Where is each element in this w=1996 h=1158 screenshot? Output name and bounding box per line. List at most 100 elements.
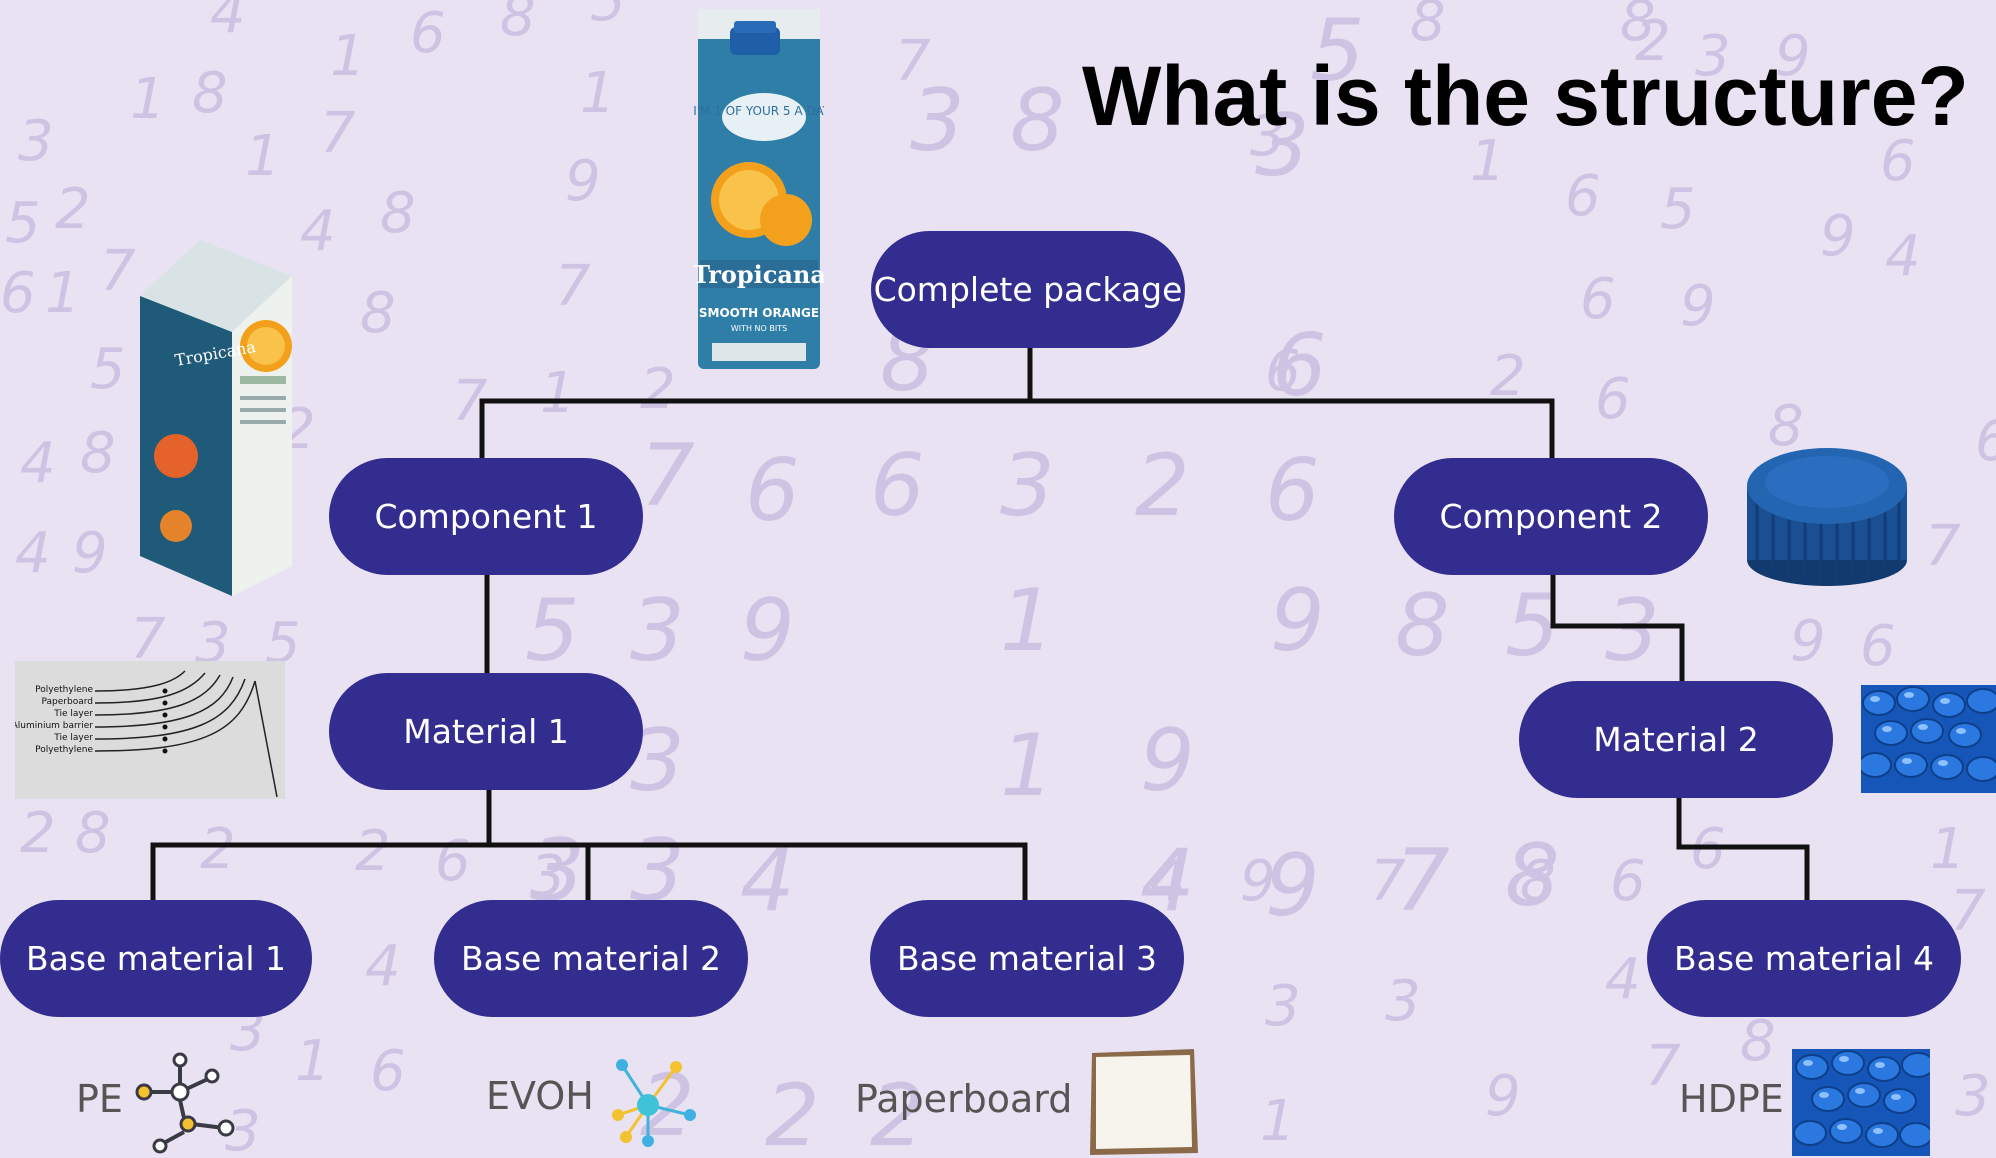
svg-text:3: 3 <box>1265 974 1301 1039</box>
connector-component2-material2 <box>1550 572 1685 684</box>
connector-material2-base4 <box>1676 794 1810 903</box>
bottle-cap-image <box>1747 448 1907 586</box>
label-pe: PE <box>76 1077 123 1121</box>
svg-text:6: 6 <box>370 1039 406 1104</box>
svg-text:7: 7 <box>1645 1034 1681 1099</box>
carton-brand: Tropicana <box>694 260 824 289</box>
hdpe-pellets-small-image <box>1792 1049 1930 1156</box>
svg-text:1: 1 <box>1930 817 1966 882</box>
layer-label-3: Tie layer <box>53 709 93 719</box>
svg-text:6: 6 <box>870 436 925 536</box>
layer-label-5: Tie layer <box>53 733 93 743</box>
svg-text:4: 4 <box>20 431 56 496</box>
svg-text:9: 9 <box>72 521 108 586</box>
node-base-material-2: Base material 2 <box>434 900 748 1017</box>
svg-text:8: 8 <box>1505 826 1560 926</box>
svg-text:9: 9 <box>1240 849 1276 914</box>
svg-text:9: 9 <box>1485 1064 1521 1129</box>
label-evoh: EVOH <box>486 1074 594 1118</box>
svg-text:7: 7 <box>320 101 356 166</box>
svg-text:9: 9 <box>1790 609 1826 674</box>
svg-text:6: 6 <box>745 441 800 541</box>
svg-text:8: 8 <box>1410 0 1446 54</box>
svg-text:6: 6 <box>1580 267 1616 332</box>
label-hdpe: HDPE <box>1679 1077 1784 1121</box>
svg-text:3: 3 <box>630 581 685 681</box>
svg-text:6: 6 <box>410 1 446 66</box>
svg-text:6: 6 <box>1975 409 1996 474</box>
carton-flavor: SMOOTH ORANGE <box>699 306 819 320</box>
svg-text:1: 1 <box>1000 571 1055 671</box>
label-paperboard: Paperboard <box>855 1077 1073 1121</box>
svg-text:4: 4 <box>740 831 795 931</box>
layer-label-2: Paperboard <box>42 697 93 707</box>
svg-text:3: 3 <box>1695 24 1731 89</box>
svg-text:8: 8 <box>1620 0 1656 54</box>
svg-text:4: 4 <box>1885 224 1921 289</box>
svg-text:4: 4 <box>210 0 246 46</box>
svg-text:1: 1 <box>1260 1089 1296 1154</box>
svg-text:6: 6 <box>435 829 471 894</box>
evoh-molecule-icon <box>612 1059 696 1147</box>
svg-text:3: 3 <box>530 844 566 909</box>
svg-text:2: 2 <box>1490 344 1526 409</box>
svg-text:1: 1 <box>45 261 81 326</box>
svg-text:5: 5 <box>590 0 626 34</box>
pe-molecule-icon <box>135 1052 235 1154</box>
svg-text:5: 5 <box>90 337 126 402</box>
svg-text:8: 8 <box>500 0 536 49</box>
svg-text:6: 6 <box>0 261 36 326</box>
svg-text:7: 7 <box>1950 879 1986 944</box>
layer-label-6: Polyethylene <box>35 745 93 755</box>
svg-text:9: 9 <box>1820 204 1856 269</box>
node-complete-package: Complete package <box>871 231 1185 348</box>
svg-text:7: 7 <box>895 29 931 94</box>
node-material-2: Material 2 <box>1519 681 1833 798</box>
svg-text:1: 1 <box>330 24 366 89</box>
svg-text:2: 2 <box>1635 9 1671 74</box>
svg-text:2: 2 <box>1135 436 1190 536</box>
svg-text:8: 8 <box>1010 71 1065 171</box>
page-title: What is the structure? <box>1082 49 1969 143</box>
svg-text:4: 4 <box>15 521 51 586</box>
hdpe-pellets-image <box>1861 685 1996 793</box>
svg-text:3: 3 <box>1255 96 1310 196</box>
svg-text:2: 2 <box>355 819 391 884</box>
svg-text:4: 4 <box>365 934 401 999</box>
svg-text:3: 3 <box>910 71 965 171</box>
svg-text:5: 5 <box>5 191 41 256</box>
carton-flavor-sub: WITH NO BITS <box>731 324 787 333</box>
svg-text:2: 2 <box>870 1066 925 1158</box>
svg-text:6: 6 <box>1265 339 1301 404</box>
svg-text:7: 7 <box>1925 514 1961 579</box>
svg-text:7: 7 <box>1370 849 1406 914</box>
svg-text:5: 5 <box>525 581 580 681</box>
svg-text:7: 7 <box>555 254 591 319</box>
node-component-1: Component 1 <box>329 458 643 575</box>
layer-structure-image: Polyethylene Paperboard Tie layer Alumin… <box>15 661 285 799</box>
svg-text:8: 8 <box>192 61 228 126</box>
svg-text:2: 2 <box>200 817 236 882</box>
svg-text:9: 9 <box>1270 571 1325 671</box>
svg-text:1: 1 <box>580 61 616 126</box>
svg-text:8: 8 <box>1520 849 1556 914</box>
svg-text:2: 2 <box>640 357 676 422</box>
node-material-1: Material 1 <box>329 673 643 790</box>
svg-text:8: 8 <box>1395 576 1450 676</box>
svg-text:6: 6 <box>1880 129 1916 194</box>
svg-text:3: 3 <box>18 109 54 174</box>
svg-text:4: 4 <box>300 199 336 264</box>
carton-tagline: I'M 1 OF YOUR 5 A DAY! <box>694 104 824 118</box>
gable-carton-image: Tropicana <box>140 240 292 596</box>
svg-text:3: 3 <box>1955 1064 1991 1129</box>
svg-text:9: 9 <box>740 581 795 681</box>
svg-text:4: 4 <box>1605 947 1641 1012</box>
svg-text:3: 3 <box>1605 581 1660 681</box>
svg-text:8: 8 <box>80 421 116 486</box>
svg-text:5: 5 <box>1660 177 1696 242</box>
paperboard-sample-image <box>1090 1049 1198 1155</box>
svg-text:3: 3 <box>1250 104 1286 169</box>
svg-text:8: 8 <box>75 801 111 866</box>
